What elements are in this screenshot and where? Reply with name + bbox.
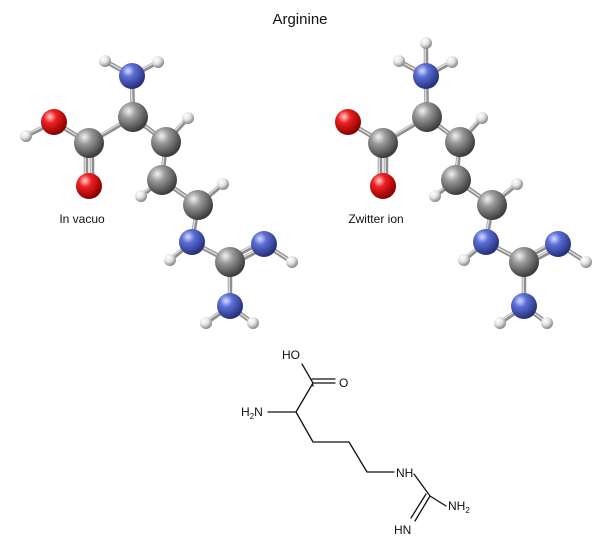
label-HO: HO xyxy=(282,348,300,362)
carbon-atom xyxy=(445,127,475,157)
hydrogen-atom xyxy=(458,254,470,266)
carbon-atom xyxy=(74,128,104,158)
hydrogen-atom xyxy=(429,190,441,202)
hydrogen-atom xyxy=(420,37,432,49)
carbon-atom xyxy=(151,127,181,157)
hydrogen-atom xyxy=(20,130,32,142)
hydrogen-atom xyxy=(476,112,488,124)
nitrogen-atom xyxy=(473,229,499,255)
hydrogen-atom xyxy=(182,112,194,124)
carbon-atom xyxy=(441,165,471,195)
carbon-atom xyxy=(183,190,213,220)
nitrogen-atom xyxy=(251,231,277,257)
hydrogen-atom xyxy=(286,256,298,268)
label-HN: HN xyxy=(394,523,411,537)
hydrogen-atom xyxy=(393,55,405,67)
hydrogen-atom xyxy=(511,178,523,190)
oxygen-atom xyxy=(41,109,67,135)
label-O: O xyxy=(339,376,348,390)
hydrogen-atom xyxy=(164,254,176,266)
hydrogen-atom xyxy=(135,190,147,202)
carbon-atom xyxy=(368,128,398,158)
label-NH: NH xyxy=(396,466,413,480)
nitrogen-atom xyxy=(545,231,571,257)
hydrogen-atom xyxy=(541,317,553,329)
carbon-atom xyxy=(215,247,245,277)
hydrogen-atom xyxy=(446,56,458,68)
label-H2N: H2N xyxy=(241,405,263,421)
oxygen-atom xyxy=(76,173,102,199)
nitrogen-atom xyxy=(217,293,243,319)
hydrogen-atom xyxy=(217,178,229,190)
carbon-atom xyxy=(118,102,148,132)
nitrogen-atom xyxy=(119,63,145,89)
skeletal-formula: HO O H2N NH NH2 HN xyxy=(241,348,470,537)
diagram-title: Arginine xyxy=(272,11,327,28)
hydrogen-atom xyxy=(200,317,212,329)
ball-and-stick-model-zwitter-ion xyxy=(335,37,592,329)
nitrogen-atom xyxy=(413,63,439,89)
caption-in-vacuo: In vacuo xyxy=(59,212,105,226)
oxygen-atom xyxy=(370,173,396,199)
nitrogen-atom xyxy=(179,229,205,255)
ball-and-stick-model-in-vacuo xyxy=(20,55,298,329)
nitrogen-atom xyxy=(511,293,537,319)
caption-zwitter-ion: Zwitter ion xyxy=(348,212,403,226)
hydrogen-atom xyxy=(494,317,506,329)
carbon-atom xyxy=(147,165,177,195)
hydrogen-atom xyxy=(247,317,259,329)
carbon-atom xyxy=(477,190,507,220)
skeletal-bonds xyxy=(267,363,447,522)
label-NH2: NH2 xyxy=(448,499,470,515)
hydrogen-atom xyxy=(99,55,111,67)
carbon-atom xyxy=(509,247,539,277)
carbon-atom xyxy=(412,102,442,132)
hydrogen-atom xyxy=(152,56,164,68)
double-bond-CN xyxy=(410,493,427,519)
oxygen-atom xyxy=(335,109,361,135)
hydrogen-atom xyxy=(580,256,592,268)
